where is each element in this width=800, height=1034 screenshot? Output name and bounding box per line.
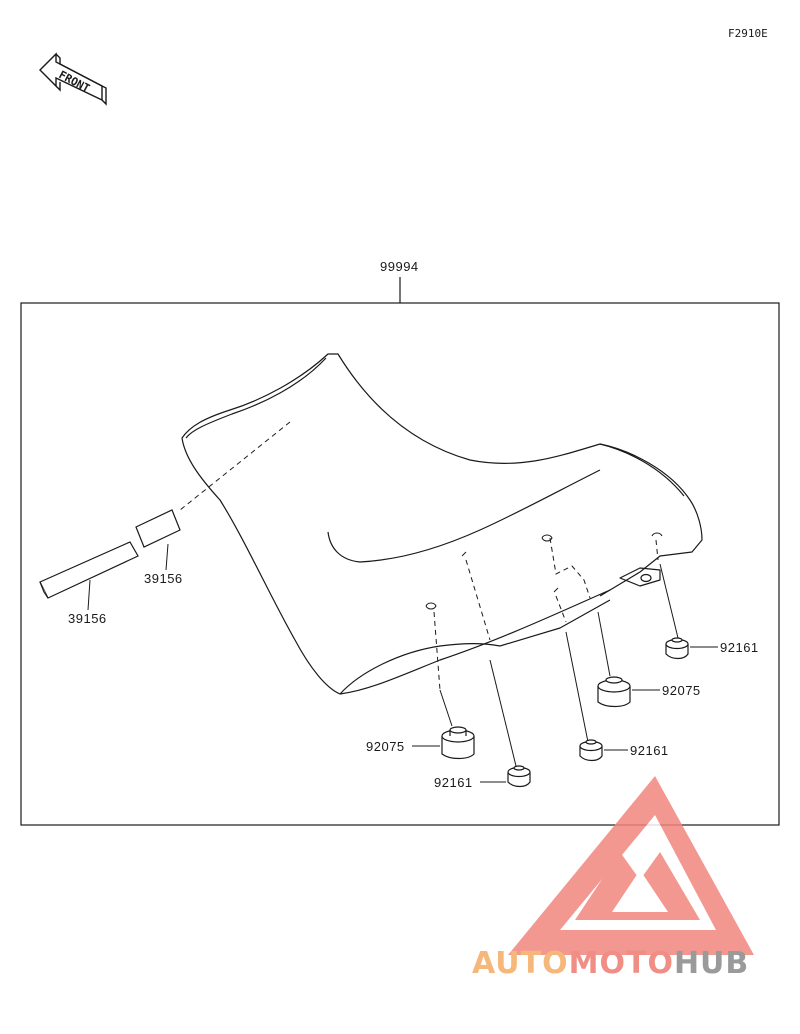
watermark-moto: MOTO [568,946,674,981]
callout-strap-b: 39156 [68,611,107,626]
clip-icons [425,532,663,610]
callout-leaders [87,543,718,783]
fastener-leaders [439,563,679,767]
callout-damper-bottom-left: 92161 [434,775,473,790]
callout-strap-a: 39156 [144,571,183,586]
strap-guide [179,421,291,511]
mount-guides [433,537,659,691]
strap-parts [39,509,181,599]
callout-damper-upper-right: 92161 [720,640,759,655]
watermark-auto: AUTO [472,946,569,981]
front-arrow-icon: FRONT [39,52,107,106]
figure-code: F2910E [728,27,768,40]
watermark-brand: AUTOMOTOHUB [472,946,749,990]
seat-drawing [181,353,703,695]
callout-grommet-right: 92075 [662,683,701,698]
callout-grommet-left: 92075 [366,739,405,754]
fasteners [441,637,689,788]
watermark-logo-icon [508,776,754,955]
callout-assembly: 99994 [380,259,419,274]
callout-damper-center-right: 92161 [630,743,669,758]
watermark-hub: HUB [673,946,750,981]
